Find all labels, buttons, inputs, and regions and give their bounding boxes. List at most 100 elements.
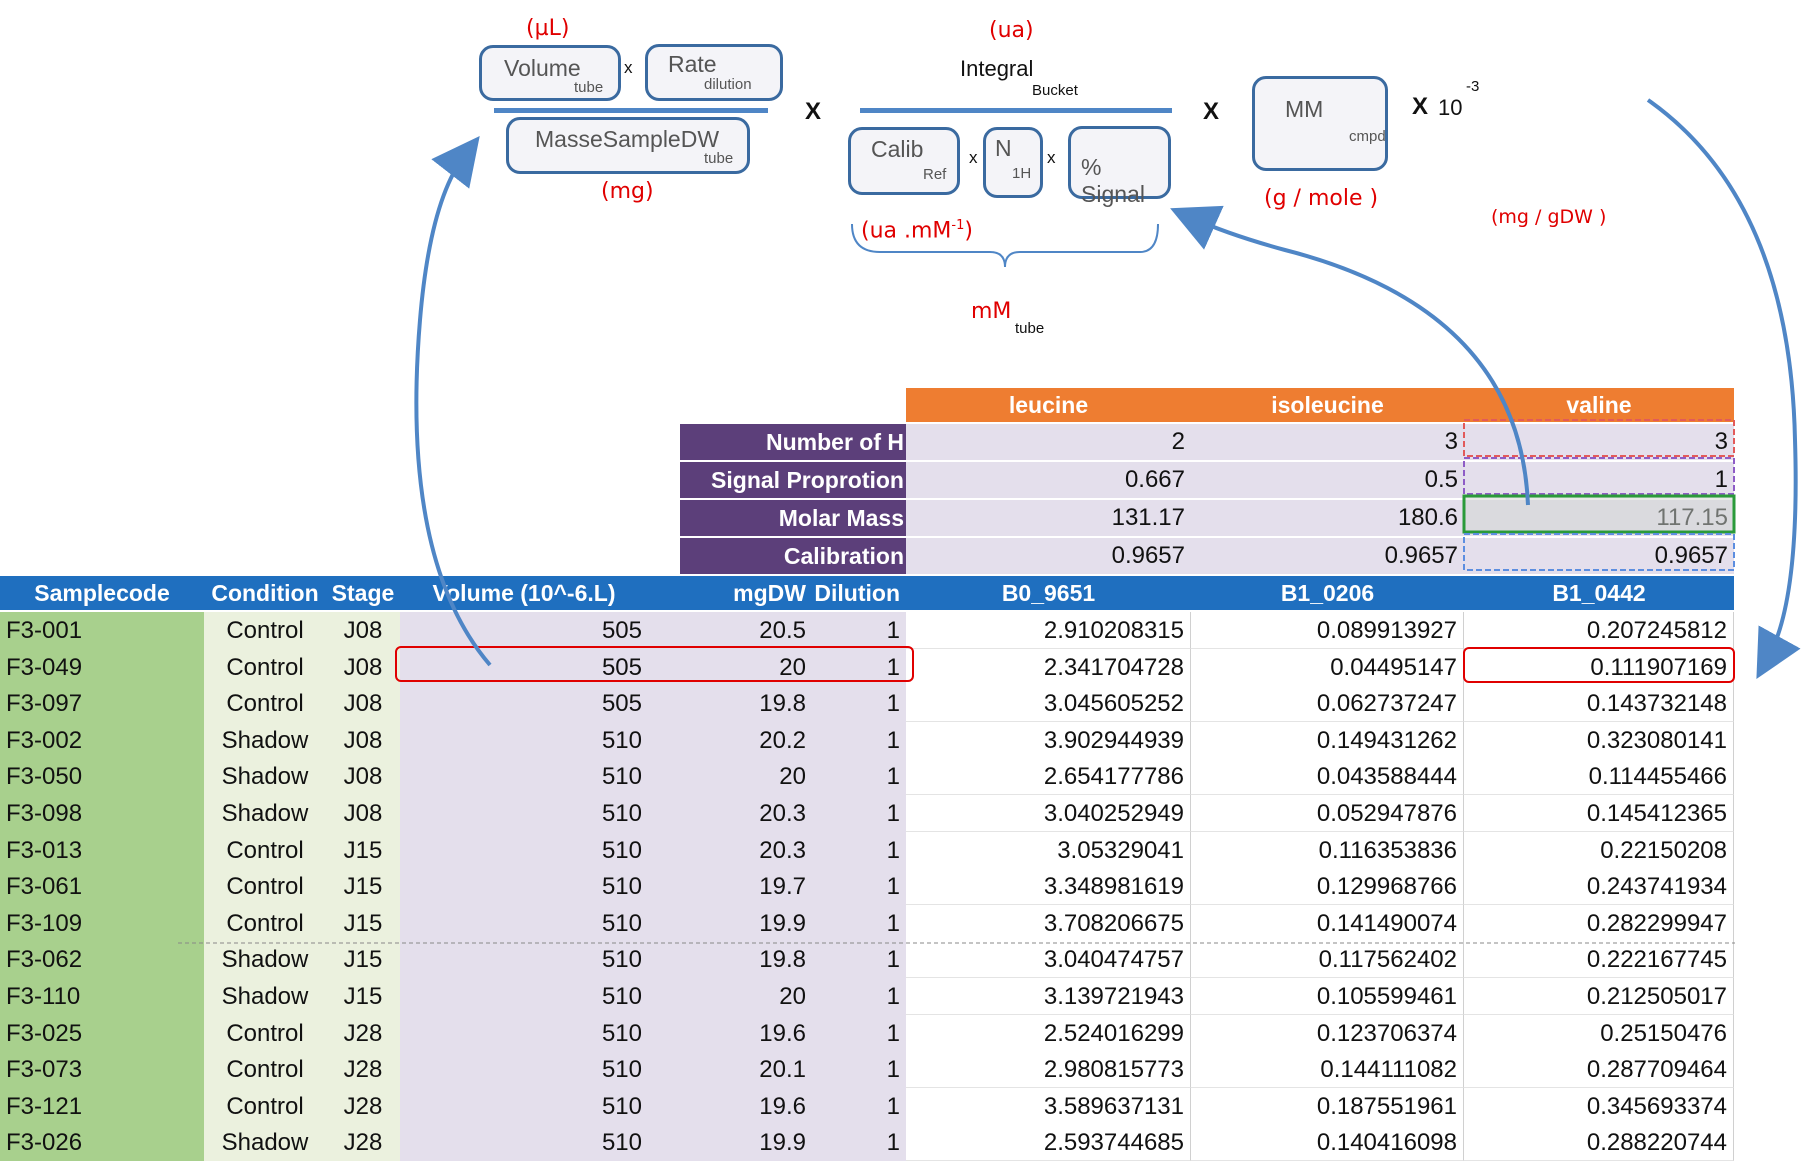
unit-ua: (ua): [989, 18, 1034, 43]
table-cell: Control: [204, 685, 326, 722]
table-cell: 2.980815773: [906, 1051, 1191, 1088]
fraction-bar: [860, 108, 1172, 113]
n-box: N 1H: [983, 127, 1043, 198]
multiply-op: X: [1412, 93, 1429, 120]
table-cell: 2.593744685: [906, 1124, 1191, 1161]
highlight-row-inputs: [395, 646, 914, 682]
table-cell: 1: [812, 685, 906, 722]
table-cell: Shadow: [204, 941, 326, 978]
table-cell: 1: [812, 1088, 906, 1125]
table-cell: F3-097: [0, 685, 204, 722]
table-cell: J08: [326, 685, 400, 722]
table-cell: F3-002: [0, 722, 204, 759]
table-cell: 2.910208315: [906, 612, 1191, 649]
table-cell: Control: [204, 612, 326, 649]
mm-box: MM cmpd: [1252, 76, 1388, 171]
compound-header: isoleucine: [1191, 388, 1464, 422]
table-cell: 0.25150476: [1464, 1015, 1734, 1052]
table-cell: 0.089913927: [1191, 612, 1464, 649]
table-cell: F3-121: [0, 1088, 204, 1125]
table-cell: F3-025: [0, 1015, 204, 1052]
masse-label: MasseSampleDW: [535, 126, 720, 152]
signal-label: % Signal: [1081, 154, 1145, 207]
arrow-result: [1646, 98, 1801, 680]
table-cell: 1: [812, 978, 906, 1015]
signal-box: % Signal: [1068, 126, 1171, 207]
table-cell: 1: [812, 1124, 906, 1161]
table-cell: 3.045605252: [906, 685, 1191, 722]
multiply-op: X: [1203, 98, 1220, 125]
table-cell: 19.7: [648, 868, 812, 905]
table-cell: 2.654177786: [906, 758, 1191, 795]
mm-label: MM: [1285, 96, 1324, 122]
table-cell: 510: [400, 941, 648, 978]
table-cell: 0.212505017: [1464, 978, 1734, 1015]
table-cell: 0.052947876: [1191, 795, 1464, 832]
calib-box: Calib Ref: [848, 127, 960, 195]
table-cell: F3-110: [0, 978, 204, 1015]
table-cell: 19.9: [648, 905, 812, 942]
table-cell: 0.22150208: [1464, 832, 1734, 869]
masse-box: MasseSampleDW tube: [506, 117, 750, 174]
table-cell: F3-001: [0, 612, 204, 649]
table-cell: 20.2: [648, 722, 812, 759]
param-value: 0.667: [906, 462, 1191, 498]
table-cell: 3.05329041: [906, 832, 1191, 869]
table-cell: 510: [400, 758, 648, 795]
column-header: mgDW: [648, 576, 812, 610]
table-cell: Control: [204, 649, 326, 686]
table-cell: 0.043588444: [1191, 758, 1464, 795]
table-cell: 0.141490074: [1191, 905, 1464, 942]
param-value: 131.17: [906, 500, 1191, 536]
table-cell: 0.117562402: [1191, 941, 1464, 978]
table-cell: 510: [400, 868, 648, 905]
compound-header: leucine: [906, 388, 1191, 422]
unit-gmole: (g / mole ): [1264, 186, 1379, 211]
table-cell: F3-062: [0, 941, 204, 978]
fraction-bar: [494, 108, 768, 113]
table-cell: Shadow: [204, 722, 326, 759]
table-cell: Control: [204, 868, 326, 905]
arrow-molar-mass: [1170, 205, 1530, 506]
bracket-signal: [1463, 457, 1735, 495]
table-cell: J08: [326, 758, 400, 795]
param-label: Molar Mass: [680, 500, 906, 536]
mm-sub: cmpd: [1349, 128, 1386, 145]
table-cell: F3-109: [0, 905, 204, 942]
table-cell: J15: [326, 868, 400, 905]
table-cell: J28: [326, 1124, 400, 1161]
bracket-calib: [1463, 533, 1735, 571]
highlight-result: [1463, 647, 1735, 683]
masse-sub: tube: [704, 150, 734, 167]
table-cell: 20.3: [648, 795, 812, 832]
table-cell: 20: [648, 758, 812, 795]
table-cell: 0.116353836: [1191, 832, 1464, 869]
table-cell: 3.139721943: [906, 978, 1191, 1015]
integral-label: Integral: [960, 56, 1034, 81]
rate-sub: dilution: [704, 76, 752, 93]
table-cell: 20: [648, 649, 812, 686]
table-cell: F3-061: [0, 868, 204, 905]
table-cell: 0.345693374: [1464, 1088, 1734, 1125]
table-cell: 1: [812, 612, 906, 649]
param-value: 0.9657: [1191, 538, 1464, 574]
unit-mm-tube: mM: [971, 299, 1012, 324]
table-cell: 19.8: [648, 685, 812, 722]
table-cell: 3.040474757: [906, 941, 1191, 978]
table-cell: F3-013: [0, 832, 204, 869]
table-cell: 2.524016299: [906, 1015, 1191, 1052]
param-value: 3: [1191, 424, 1464, 460]
table-cell: 1: [812, 905, 906, 942]
table-cell: 1: [812, 758, 906, 795]
table-cell: 0.323080141: [1464, 722, 1734, 759]
table-cell: J08: [326, 649, 400, 686]
table-cell: 505: [400, 649, 648, 686]
multiply-op: X: [805, 98, 822, 125]
table-cell: F3-050: [0, 758, 204, 795]
table-cell: 0.187551961: [1191, 1088, 1464, 1125]
column-header: B1_0442: [1464, 576, 1734, 610]
table-cell: 0.243741934: [1464, 868, 1734, 905]
table-cell: 510: [400, 722, 648, 759]
